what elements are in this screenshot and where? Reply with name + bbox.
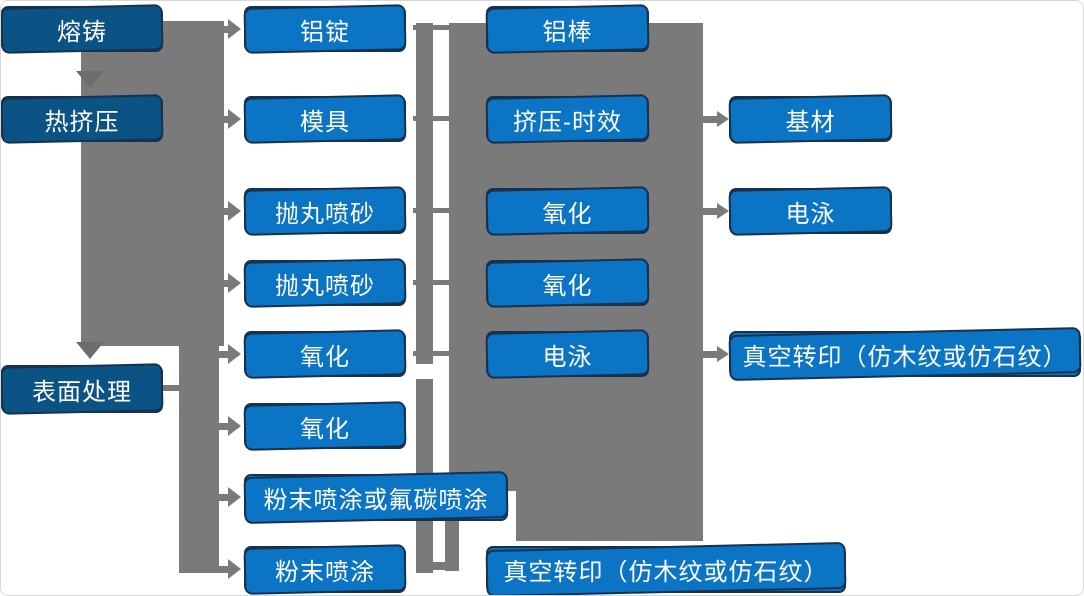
connector-band-surface: [179, 346, 219, 573]
aluminum-rod-box: 铝棒: [486, 6, 649, 52]
oxidation-box-col2-2: 氧化: [244, 403, 406, 449]
surface-treatment-box: 表面处理: [1, 365, 163, 413]
connector-bar-middle-top: [416, 23, 433, 364]
arrow-stub-to-mold: [206, 116, 228, 123]
arrow-right-to-powder-coating-icon: [228, 559, 241, 579]
arrow-stub-to-substrate: [703, 116, 717, 123]
connector-stub-bottom: [416, 562, 459, 570]
vacuum-transfer-box-bottom: 真空转印（仿木纹或仿石纹）: [486, 546, 846, 593]
arrow-stub-to-shot-blasting-1: [206, 208, 228, 215]
connector-block-column3-lower: [516, 491, 703, 541]
arrow-stub-to-vacuum-transfer: [703, 351, 717, 358]
arrow-right-to-shot-blasting-2-icon: [228, 273, 241, 293]
arrow-right-to-oxidation-1-icon: [228, 344, 241, 364]
electrophoresis-box-col4: 电泳: [729, 188, 892, 234]
oxidation-box-col2-1: 氧化: [244, 331, 406, 377]
arrow-right-to-shot-blasting-1-icon: [228, 201, 241, 221]
connector-stub-row3: [413, 208, 449, 213]
arrow-right-to-aluminum-ingot-icon: [228, 19, 241, 39]
arrow-right-to-vacuum-transfer-icon: [717, 346, 729, 362]
oxidation-box-col3-2: 氧化: [486, 260, 649, 306]
arrow-right-to-substrate-icon: [717, 111, 729, 127]
arrow-stub-to-shot-blasting-2: [206, 280, 228, 287]
arrow-right-to-oxidation-2-icon: [228, 416, 241, 436]
arrow-stub-to-oxidation-2: [206, 423, 228, 430]
electrophoresis-box-col3: 电泳: [486, 331, 649, 377]
connector-band-left: [81, 21, 224, 346]
connector-stub-row2: [413, 116, 449, 121]
melt-casting-box: 熔铸: [1, 6, 163, 52]
arrow-stub-to-powder-fluorocarbon: [206, 494, 228, 501]
mold-box: 模具: [244, 96, 406, 142]
connector-stub-row5: [413, 351, 449, 356]
shot-blasting-box-2: 抛丸喷砂: [244, 260, 406, 306]
arrow-stub-to-electrophoresis: [703, 208, 717, 215]
substrate-box: 基材: [729, 96, 892, 142]
connector-stub-row1: [413, 25, 449, 30]
connector-stub-row4: [413, 280, 449, 285]
extrusion-aging-box: 挤压-时效: [486, 96, 649, 142]
arrow-right-to-mold-icon: [228, 109, 241, 129]
powder-or-fluorocarbon-coating-box: 粉末喷涂或氟碳喷涂: [244, 474, 508, 521]
arrow-down-to-surface-treatment-icon: [76, 342, 104, 359]
connector-block-column3: [449, 23, 703, 491]
aluminum-ingot-box: 铝锭: [244, 6, 406, 52]
hot-extrusion-box: 热挤压: [1, 96, 163, 142]
arrow-down-to-hot-extrusion-icon: [76, 71, 104, 88]
arrow-stub-to-aluminum-ingot: [206, 26, 228, 33]
connector-stub-surface: [163, 385, 183, 391]
powder-coating-box: 粉末喷涂: [244, 546, 406, 593]
arrow-stub-to-powder-coating: [206, 566, 228, 573]
arrow-right-to-powder-fluorocarbon-icon: [228, 487, 241, 507]
arrow-stub-to-oxidation-1: [206, 351, 228, 358]
oxidation-box-col3-1: 氧化: [486, 188, 649, 234]
shot-blasting-box-1: 抛丸喷砂: [244, 188, 406, 234]
vacuum-transfer-box-right: 真空转印（仿木纹或仿石纹）: [729, 331, 1081, 377]
arrow-right-to-electrophoresis-icon: [717, 203, 729, 219]
